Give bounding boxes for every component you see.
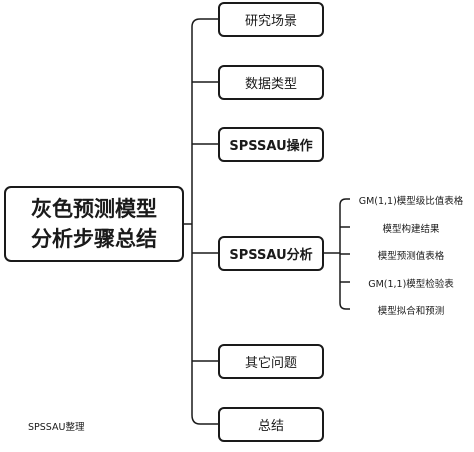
branch-label: SPSSAU分析 [229, 248, 313, 263]
leaf-node-ratio-table[interactable]: GM(1,1)模型级比值表格 [352, 193, 470, 207]
branch-node-summary[interactable]: 总结 [218, 407, 324, 442]
root-label-line1: 灰色预测模型 [31, 197, 157, 221]
branch-node-data-type[interactable]: 数据类型 [218, 65, 324, 100]
branch-node-other-questions[interactable]: 其它问题 [218, 344, 324, 379]
leaf-node-predicted-values[interactable]: 模型预测值表格 [352, 248, 470, 262]
branch-node-research-scenario[interactable]: 研究场景 [218, 2, 324, 37]
leaf-label: 模型构建结果 [382, 224, 440, 235]
root-node[interactable]: 灰色预测模型 分析步骤总结 [4, 186, 184, 262]
source-watermark: SPSSAU整理 [28, 422, 85, 433]
root-label: 灰色预测模型 分析步骤总结 [31, 194, 157, 254]
leaf-label: GM(1,1)模型级比值表格 [358, 196, 464, 207]
leaf-label: 模型拟合和预测 [377, 306, 445, 317]
trunk-line [191, 18, 218, 425]
branch-label: SPSSAU操作 [229, 139, 313, 154]
leaf-node-fit-and-forecast[interactable]: 模型拟合和预测 [352, 303, 470, 317]
branch-label: 数据类型 [244, 77, 297, 92]
leaf-node-model-test[interactable]: GM(1,1)模型检验表 [352, 276, 470, 290]
leaf-node-model-results[interactable]: 模型构建结果 [352, 221, 470, 235]
branch-node-spssau-operation[interactable]: SPSSAU操作 [218, 127, 324, 162]
leaf-label: GM(1,1)模型检验表 [368, 279, 454, 290]
branch-node-spssau-analysis[interactable]: SPSSAU分析 [218, 236, 324, 271]
branch-label: 总结 [257, 419, 284, 434]
root-label-line2: 分析步骤总结 [31, 227, 157, 251]
branch-label: 其它问题 [244, 356, 297, 371]
branch-label: 研究场景 [244, 14, 297, 29]
leaf-label: 模型预测值表格 [377, 251, 445, 262]
